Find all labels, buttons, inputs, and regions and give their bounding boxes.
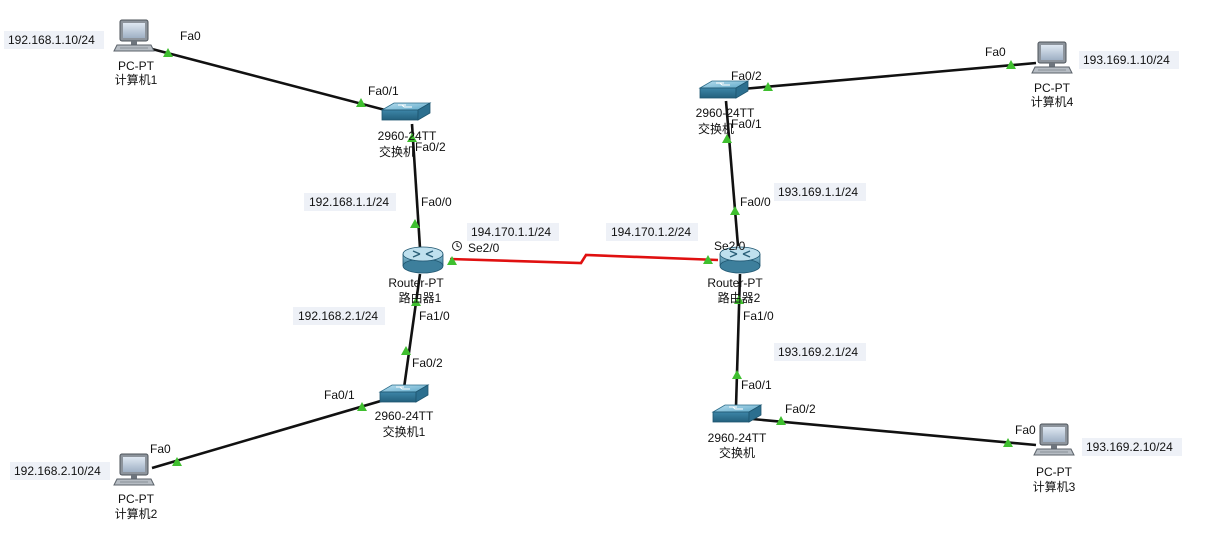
device-type-label: 2960-24TT [696,106,755,120]
ip-label-pc1: 192.168.1.10/24 [8,33,95,47]
links-layer [151,47,1037,470]
port-up-indicator [447,256,457,265]
device-type-label: PC-PT [118,59,155,73]
port-up-indicator [410,219,420,228]
port-up-indicator [356,98,366,107]
port-up-indicator [722,134,732,143]
port-label-swbr-fa01: Fa0/1 [741,378,772,392]
ip-label-r2-fa00: 193.169.1.1/24 [778,185,858,199]
port-label-swtl-fa02: Fa0/2 [415,140,446,154]
device-name-label: 交换机 [719,445,755,460]
port-label-pc4-fa0: Fa0 [985,45,1006,59]
port-label-swtr-fa02: Fa0/2 [731,69,762,83]
port-label-swtr-fa01: Fa0/1 [731,117,762,131]
pc-icon [1033,423,1075,456]
device-type-label: Router-PT [388,276,444,290]
port-label-r1-fa00: Fa0/0 [421,195,452,209]
ip-label-pc2: 192.168.2.10/24 [14,464,101,478]
port-status-layer [163,48,1016,466]
device-name-label: 路由器2 [718,290,761,305]
device-type-label: Router-PT [707,276,763,290]
ip-label-pc4: 193.169.1.10/24 [1083,53,1170,67]
port-up-indicator [1003,438,1013,447]
device-switch-bottom-right[interactable]: 2960-24TT 交换机 [708,404,767,460]
link-switch-bottom-left-pc2[interactable] [151,398,385,470]
ip-label-r2-fa10: 193.169.2.1/24 [778,345,858,359]
port-label-r1-se20: Se2/0 [468,241,500,255]
pc-icon [1031,41,1073,74]
port-up-indicator [357,402,367,411]
device-type-label: 2960-24TT [378,129,437,143]
port-up-indicator [407,133,417,142]
port-up-indicator [411,297,421,306]
device-router1[interactable]: Router-PT 路由器1 [388,246,444,305]
ip-label-r2-se20: 194.170.1.2/24 [611,225,691,239]
port-label-swbl-fa01: Fa0/1 [324,388,355,402]
device-router2[interactable]: Router-PT 路由器2 [707,246,763,305]
port-up-indicator [1006,60,1016,69]
port-up-indicator [163,48,173,57]
port-up-indicator [401,346,411,355]
switch-icon [381,102,431,121]
link-router1-switch-bottom-left[interactable] [402,273,422,389]
device-name-label: 交换机 [698,121,734,136]
link-switch-top-right-router2[interactable] [724,100,740,247]
port-up-indicator [703,255,713,264]
device-pc4[interactable]: PC-PT 计算机4 [1031,41,1074,109]
device-type-label: PC-PT [1036,465,1073,479]
device-name-label: 路由器1 [399,290,442,305]
device-type-label: PC-PT [118,492,155,506]
serial-link-router1-router2[interactable] [449,253,719,265]
port-label-r2-fa10: Fa1/0 [743,309,774,323]
port-up-indicator [734,295,744,304]
device-pc2[interactable]: PC-PT 计算机2 [113,453,158,521]
device-pc3[interactable]: PC-PT 计算机3 [1033,423,1076,494]
device-switch-bottom-left[interactable]: 2960-24TT 交换机1 [375,384,434,439]
device-type-label: PC-PT [1034,81,1071,95]
ip-labels-layer: 192.168.1.10/24 192.168.2.10/24 192.168.… [4,31,1182,480]
device-type-label: 2960-24TT [708,431,767,445]
device-switch-top-right[interactable]: 2960-24TT 交换机 [696,80,755,136]
clock-icon [452,241,462,251]
ip-label-r1-se20: 194.170.1.1/24 [471,225,551,239]
link-pc1-switch-top-left[interactable] [151,47,386,112]
device-name-label: 计算机3 [1033,479,1076,494]
port-up-indicator [172,457,182,466]
switch-icon [712,404,762,423]
device-name-label: 交换机 [379,144,415,159]
ip-label-pc3: 193.169.2.10/24 [1086,440,1173,454]
port-label-swtl-fa01: Fa0/1 [368,84,399,98]
device-pc1[interactable]: PC-PT 计算机1 [113,19,158,87]
port-labels-layer: Fa0 Fa0/1 Fa0/2 Fa0/0 Se2/0 Fa1/0 Fa0/2 … [150,29,1036,456]
ip-label-r1-fa00: 192.168.1.1/24 [309,195,389,209]
port-label-swbl-fa02: Fa0/2 [412,356,443,370]
device-switch-top-left[interactable]: 2960-24TT 交换机 [378,102,437,159]
device-name-label: 计算机1 [115,72,158,87]
port-label-pc1-fa0: Fa0 [180,29,201,43]
device-name-label: 计算机4 [1031,94,1074,109]
router-icon [402,246,444,274]
switch-icon [379,384,429,403]
port-label-pc2-fa0: Fa0 [150,442,171,456]
port-up-indicator [730,206,740,215]
device-type-label: 2960-24TT [375,409,434,423]
port-label-swbr-fa02: Fa0/2 [785,402,816,416]
pc-icon [113,453,155,486]
port-label-r1-fa10: Fa1/0 [419,309,450,323]
link-switch-bottom-right-pc3[interactable] [751,417,1037,447]
port-up-indicator [763,82,773,91]
ip-label-r1-fa10: 192.168.2.1/24 [298,309,378,323]
port-up-indicator [776,416,786,425]
link-switch-top-right-pc4[interactable] [741,61,1037,91]
device-name-label: 计算机2 [115,506,158,521]
port-label-r2-fa00: Fa0/0 [740,195,771,209]
pc-icon [113,19,155,52]
device-name-label: 交换机1 [383,424,426,439]
port-label-r2-se20: Se2/0 [714,239,746,253]
port-label-pc3-fa0: Fa0 [1015,423,1036,437]
switch-icon [699,80,749,99]
port-up-indicator [732,370,742,379]
